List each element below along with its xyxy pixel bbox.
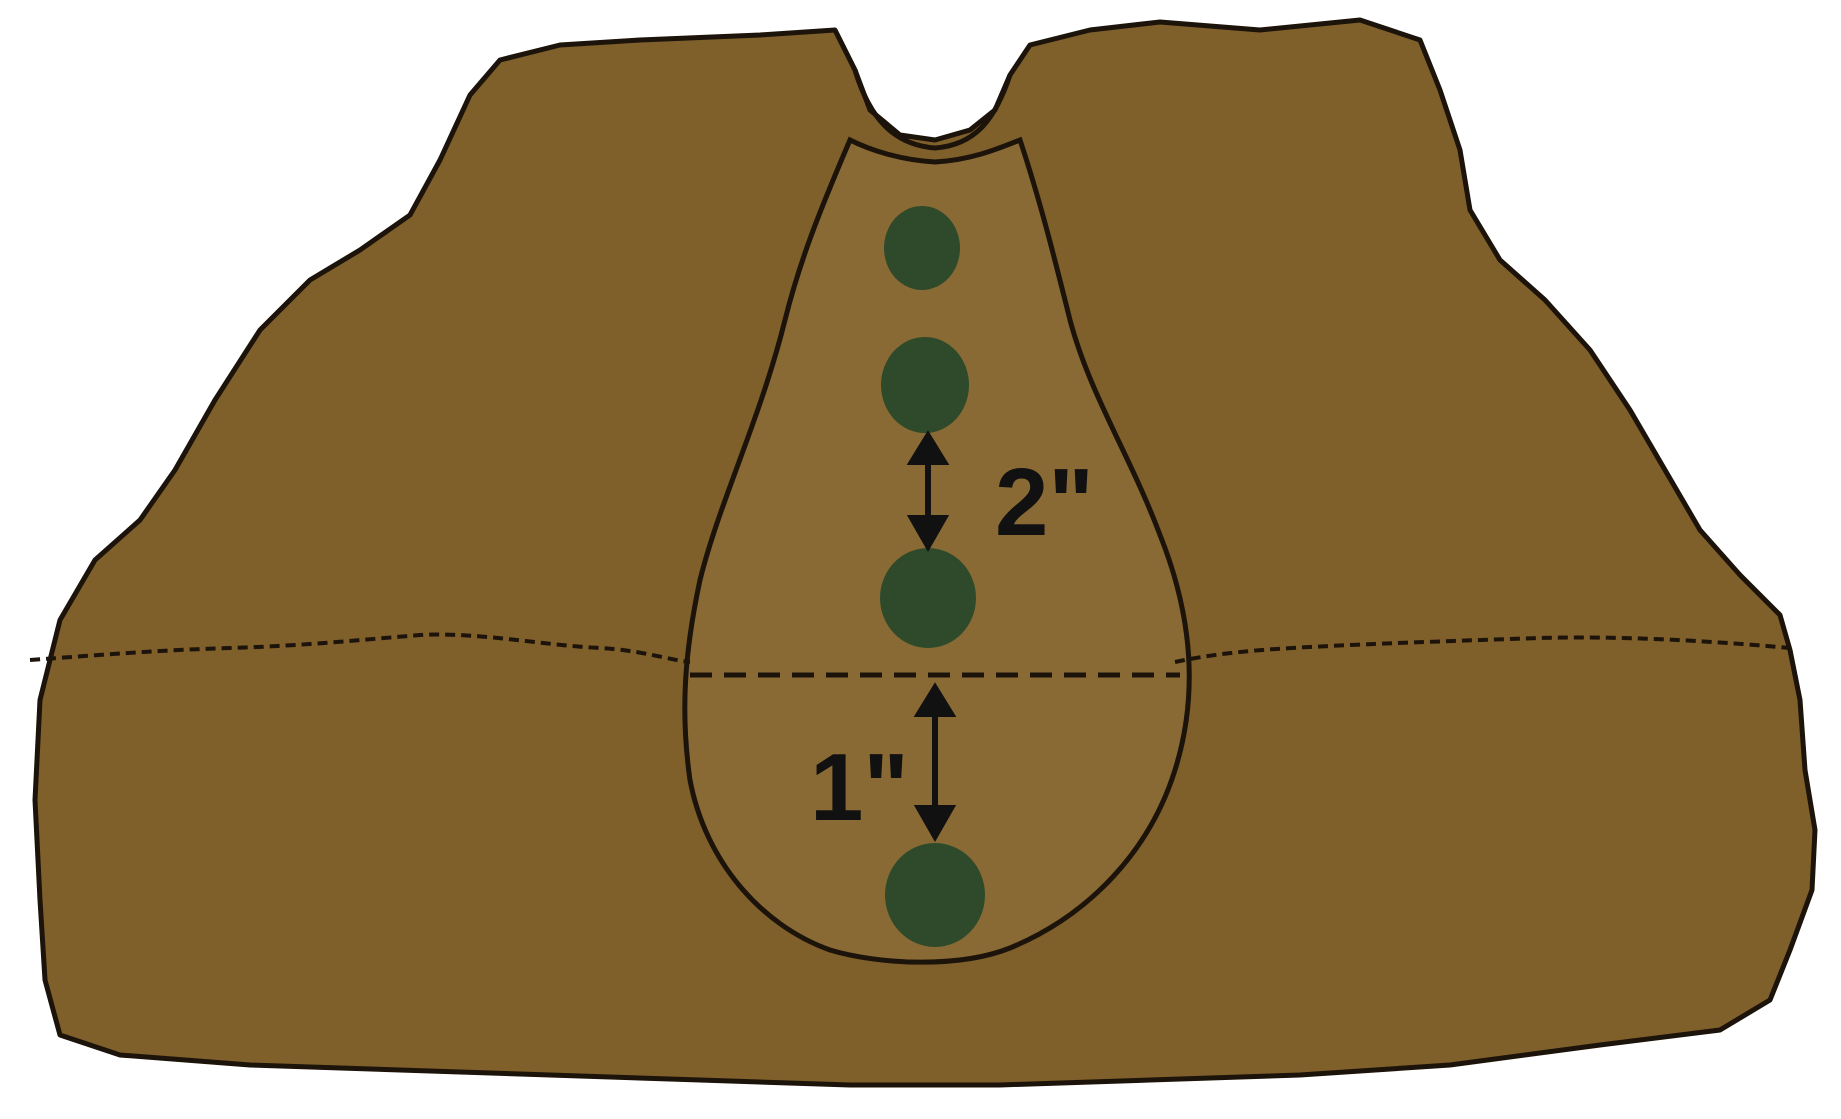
seed-2: [881, 337, 969, 433]
label-spacing: 2": [995, 449, 1094, 556]
seed-3: [880, 548, 976, 648]
seed-1: [884, 206, 960, 290]
seed-4: [885, 843, 985, 947]
label-depth: 1": [810, 734, 909, 841]
